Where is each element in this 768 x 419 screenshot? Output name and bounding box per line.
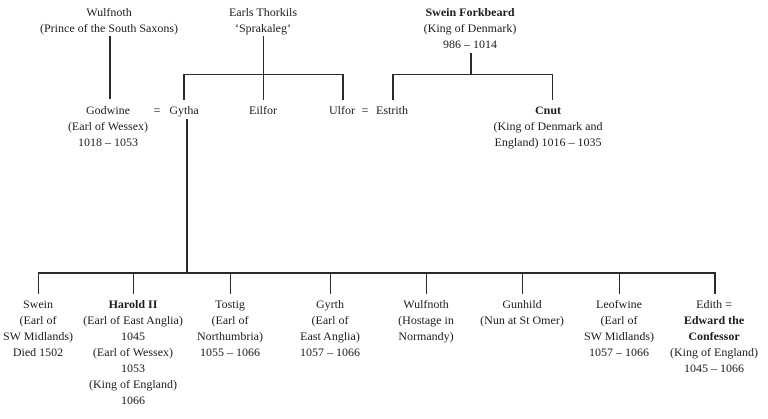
person-name: Cnut [534, 103, 561, 117]
marriage-sign-ulfor-estrith: = [361, 103, 369, 117]
spouse-name: Confessor [688, 329, 740, 343]
connector-bar-to-gunhild [521, 272, 523, 294]
person-title: (King of Denmark) [423, 21, 517, 35]
person-gyrth: Gyrth (Earl of East Anglia) 1057 – 1066 [300, 296, 360, 360]
person-dates: 1057 – 1066 [589, 345, 649, 359]
person-estrith: Estrith [376, 103, 408, 117]
person-title: (Earl of [211, 313, 249, 327]
person-name: Gunhild [502, 297, 542, 311]
person-swein-forkbeard: Swein Forkbeard (King of Denmark) 986 – … [424, 4, 517, 52]
person-tostig: Tostig (Earl of Northumbria) 1055 – 1066 [197, 296, 263, 360]
person-title: (King of Denmark and [493, 119, 603, 133]
person-title: (Earl of [311, 313, 349, 327]
person-dates: 1045 [120, 329, 145, 343]
person-title: Normandy) [398, 329, 454, 343]
person-title: SW Midlands) [583, 329, 655, 343]
connector-godwine-children-bar [37, 272, 716, 274]
person-name: Wulfnoth [86, 5, 132, 19]
person-godwine: Godwine (Earl of Wessex) 1018 – 1053 [68, 102, 148, 150]
person-title: Northumbria) [197, 329, 263, 343]
person-gytha: Gytha [169, 103, 199, 117]
person-earls-thorkils: Earls Thorkils ‘Sprakaleg’ [229, 4, 297, 36]
person-dates: 1053 [120, 361, 145, 375]
person-title: (Earl of [600, 313, 638, 327]
spouse-dates: 1045 – 1066 [683, 361, 744, 375]
connector-thorkils-to-bar [262, 36, 264, 74]
connector-bar-to-leofwine [618, 272, 620, 294]
person-title: East Anglia) [300, 329, 360, 343]
person-wulfnoth-senior: Wulfnoth (Prince of the South Saxons) [40, 4, 178, 36]
person-name: Earls Thorkils [228, 5, 298, 19]
person-title: SW Midlands) [2, 329, 74, 343]
person-harold-ii: Harold II (Earl of East Anglia) 1045 (Ea… [83, 296, 183, 408]
person-wulfnoth-child: Wulfnoth (Hostage in Normandy) [398, 296, 454, 344]
person-name: Gyrth [316, 297, 344, 311]
person-dates: 1018 – 1053 [78, 135, 138, 149]
person-gunhild: Gunhild (Nun at St Omer) [480, 296, 564, 328]
person-name: Swein [23, 297, 53, 311]
person-title: (Nun at St Omer) [480, 313, 564, 327]
connector-bar-to-ulfor [342, 73, 344, 100]
person-name: Swein Forkbeard [425, 5, 515, 19]
person-title: (Earl of [19, 313, 57, 327]
person-name: Godwine [86, 103, 130, 117]
person-epithet: ‘Sprakaleg’ [235, 21, 291, 35]
person-dates: 1057 – 1066 [300, 345, 360, 359]
connector-gytha-to-children-bar [186, 119, 188, 273]
person-eilfor: Eilfor [249, 103, 277, 117]
person-dates: Died 1502 [12, 345, 64, 359]
person-cnut: Cnut (King of Denmark and England) 1016 … [494, 102, 603, 150]
person-name: Harold II [108, 297, 158, 311]
person-dates: England) 1016 – 1035 [494, 135, 602, 149]
connector-bar-to-gyrth [329, 272, 331, 294]
person-edith-and-edward: Edith = Edward the Confessor (King of En… [670, 296, 758, 376]
person-dates: 1055 – 1066 [199, 345, 260, 359]
connector-bar-to-edith [714, 272, 716, 294]
connector-swein-to-bar [470, 53, 472, 74]
spouse-title: (King of England) [670, 345, 758, 359]
person-dates: 1066 [120, 393, 145, 407]
person-title: (King of England) [89, 377, 177, 391]
connector-bar-to-gytha [183, 73, 185, 100]
person-title: (Earl of Wessex) [92, 345, 174, 359]
connector-bar-to-wulfnoth-child [425, 272, 427, 294]
person-name: Edith = [696, 297, 732, 311]
person-swein-child: Swein (Earl of SW Midlands) Died 1502 [3, 296, 73, 360]
person-title: (Earl of East Anglia) [83, 313, 183, 327]
person-dates: 986 – 1014 [442, 37, 497, 51]
connector-bar-to-swein-child [37, 272, 39, 294]
spouse-name: Edward the [683, 313, 745, 327]
person-name: Leofwine [596, 297, 642, 311]
connector-wulfnoth-to-godwine [109, 36, 111, 99]
connector-bar-to-cnut [551, 73, 553, 100]
connector-bar-to-eilfor [262, 73, 264, 100]
person-ulfor: Ulfor [329, 103, 355, 117]
person-title: (Prince of the South Saxons) [40, 21, 178, 35]
marriage-sign-godwine-gytha: = [153, 103, 161, 117]
person-name: Wulfnoth [403, 297, 449, 311]
connector-swein-children-bar [392, 73, 552, 75]
person-leofwine: Leofwine (Earl of SW Midlands) 1057 – 10… [584, 296, 654, 360]
person-title: (Hostage in [398, 313, 454, 327]
connector-bar-to-estrith [392, 73, 394, 100]
connector-bar-to-tostig [229, 272, 231, 294]
person-name: Tostig [215, 297, 245, 311]
connector-bar-to-harold [132, 272, 134, 294]
person-title: (Earl of Wessex) [67, 119, 149, 133]
